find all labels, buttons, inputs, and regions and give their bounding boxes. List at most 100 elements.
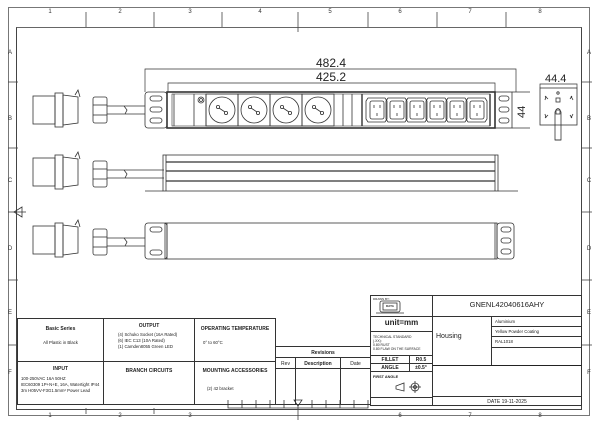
top-view: [32, 219, 515, 260]
operating-temperature-header: OPERATING TEMPERATURE: [200, 326, 270, 332]
zone-label: 6: [398, 413, 402, 419]
unit-cell: unit=mm: [370, 316, 433, 332]
iec-c13-socket-icon: [405, 97, 428, 123]
component-name: Housing: [436, 333, 462, 340]
operating-temperature-cell: OPERATING TEMPERATURE 0° to 60°C: [194, 318, 276, 362]
iec-c13-socket-icon: [365, 97, 388, 123]
input-line: 100-250VAC 16A 50HZ: [21, 376, 66, 381]
zone-label: 7: [468, 413, 472, 419]
zone-label: B: [586, 116, 591, 122]
logo-text: DATA: [386, 304, 394, 308]
zone-label: B: [7, 116, 12, 122]
schuko-socket-icon: [205, 93, 239, 127]
zone-label: 4: [258, 9, 262, 15]
drawn-by-cell: DRAWN BY: DATA: [370, 295, 433, 317]
schuko-socket-icon: [237, 93, 271, 127]
mounting-accessories-header: MOUNTING ACCESSORIES: [202, 368, 268, 374]
branch-circuits-header: BRANCH CIRCUITS: [125, 368, 173, 374]
zone-label: 8: [538, 9, 542, 15]
dimension-height: 44: [516, 105, 528, 118]
projection-cell: FIRST ANGLE: [370, 371, 433, 398]
dimension-mounting-length: 425.2: [316, 70, 347, 84]
front-view: [32, 89, 513, 129]
iec-c13-socket-icon: [385, 97, 408, 123]
zone-label: 5: [328, 9, 332, 15]
revisions-title: Revisions: [311, 350, 335, 356]
part-number: GNENL42040616AHY: [469, 300, 545, 309]
zone-label: 7: [468, 9, 472, 15]
branch-circuits-cell: BRANCH CIRCUITS: [103, 361, 195, 405]
zone-label: 2: [118, 413, 122, 419]
zone-label: F: [8, 370, 12, 376]
date-column: Date: [340, 357, 371, 405]
basic-series-header: Basic Series: [45, 326, 76, 332]
drawing-inner-border: [16, 27, 582, 410]
schuko-socket-icon: [269, 93, 303, 127]
zone-ticks: [8, 12, 592, 420]
component-cell: Housing: [432, 316, 492, 366]
angle-label: ANGLE: [381, 365, 399, 371]
drawn-by-label: DRAWN BY:: [373, 297, 390, 301]
operating-temperature-value: 0° to 60°C: [203, 340, 223, 345]
rev-header: Rev: [281, 361, 290, 367]
zone-label: 1: [48, 413, 52, 419]
input-line: 3m H05VV-F3G1.5mm² Power Lead: [21, 388, 91, 393]
empty-title-cell: [370, 397, 433, 406]
technical-standard-line: 0.80 FLAW ON THE SURFACE: [373, 347, 421, 351]
basic-series-cell: Basic Series All Plastic in Black: [17, 318, 104, 362]
description-header: Description: [304, 361, 332, 367]
input-line: IEC60309 1P+N+E, 16A, Watertight IP44: [21, 382, 100, 387]
zone-label: E: [586, 310, 591, 316]
output-line: (6) IEC C13 (10A Rated): [118, 338, 165, 343]
dimension-end-width: 44.4: [545, 73, 567, 85]
output-header: OUTPUT: [138, 323, 160, 329]
zone-label: A: [586, 50, 591, 56]
center-mark-icon: [8, 206, 26, 218]
input-cell: INPUT 100-250VAC 16A 50HZ IEC60309 1P+N+…: [17, 361, 104, 405]
empty-material-cell: [491, 347, 582, 366]
drawing-outer-border: [8, 7, 590, 416]
input-header: INPUT: [53, 366, 68, 372]
date-header: Date: [350, 361, 361, 367]
unit-label: unit=mm: [384, 318, 419, 327]
material-value: Aluminium: [495, 319, 516, 324]
plug-icon: [32, 151, 164, 190]
mounting-accessories-value: (2) 42 bracket: [207, 386, 234, 391]
first-angle-projection-icon: [395, 381, 421, 393]
dimension-lines: [144, 68, 578, 129]
zone-label: 3: [188, 9, 192, 15]
zone-label: 1: [48, 9, 52, 15]
schuko-socket-icon: [301, 93, 335, 127]
description-column: Description: [295, 357, 341, 405]
technical-standard-line: 0.80 RUST: [373, 343, 390, 347]
iec-c13-socket-icon: [425, 97, 448, 123]
zone-label: F: [587, 370, 591, 376]
part-number-cell: GNENL42040616AHY: [432, 295, 582, 317]
technical-standard-cell: TECHNICAL STANDARD (.XX): 0.80 RUST 0.80…: [370, 331, 433, 356]
angle-value: ±0.5°: [415, 365, 427, 371]
zone-label: E: [7, 310, 12, 316]
plug-icon: [32, 219, 145, 258]
zone-label: 6: [398, 9, 402, 15]
iec-c13-socket-icon: [445, 97, 468, 123]
iec-c13-socket-icon: [465, 97, 488, 123]
color-code-value: RAL1018: [495, 339, 513, 344]
zone-label: 2: [118, 9, 122, 15]
notes-cell: [432, 365, 582, 397]
basic-series-value: All Plastic in Black: [43, 340, 78, 345]
revisions-header-divider: [275, 368, 371, 369]
output-cell: OUTPUT (4) Schuko Socket (16A Rated) (6)…: [103, 318, 195, 362]
rev-column: Rev: [275, 357, 296, 405]
output-line: (1) Camden8055 Green LED: [118, 344, 173, 349]
technical-standard-line: TECHNICAL STANDARD: [373, 335, 412, 339]
side-view: [32, 151, 518, 192]
end-view: [539, 87, 578, 141]
technical-standard-line: (.XX):: [373, 339, 382, 343]
zone-label: 3: [188, 413, 192, 419]
output-line: (4) Schuko Socket (16A Rated): [118, 332, 178, 337]
zone-label: D: [586, 246, 592, 252]
fillet-value: R0.5: [415, 357, 427, 363]
zone-label: A: [7, 50, 12, 56]
projection-label: FIRST ANGLE: [373, 375, 399, 379]
zone-label: C: [7, 178, 13, 184]
